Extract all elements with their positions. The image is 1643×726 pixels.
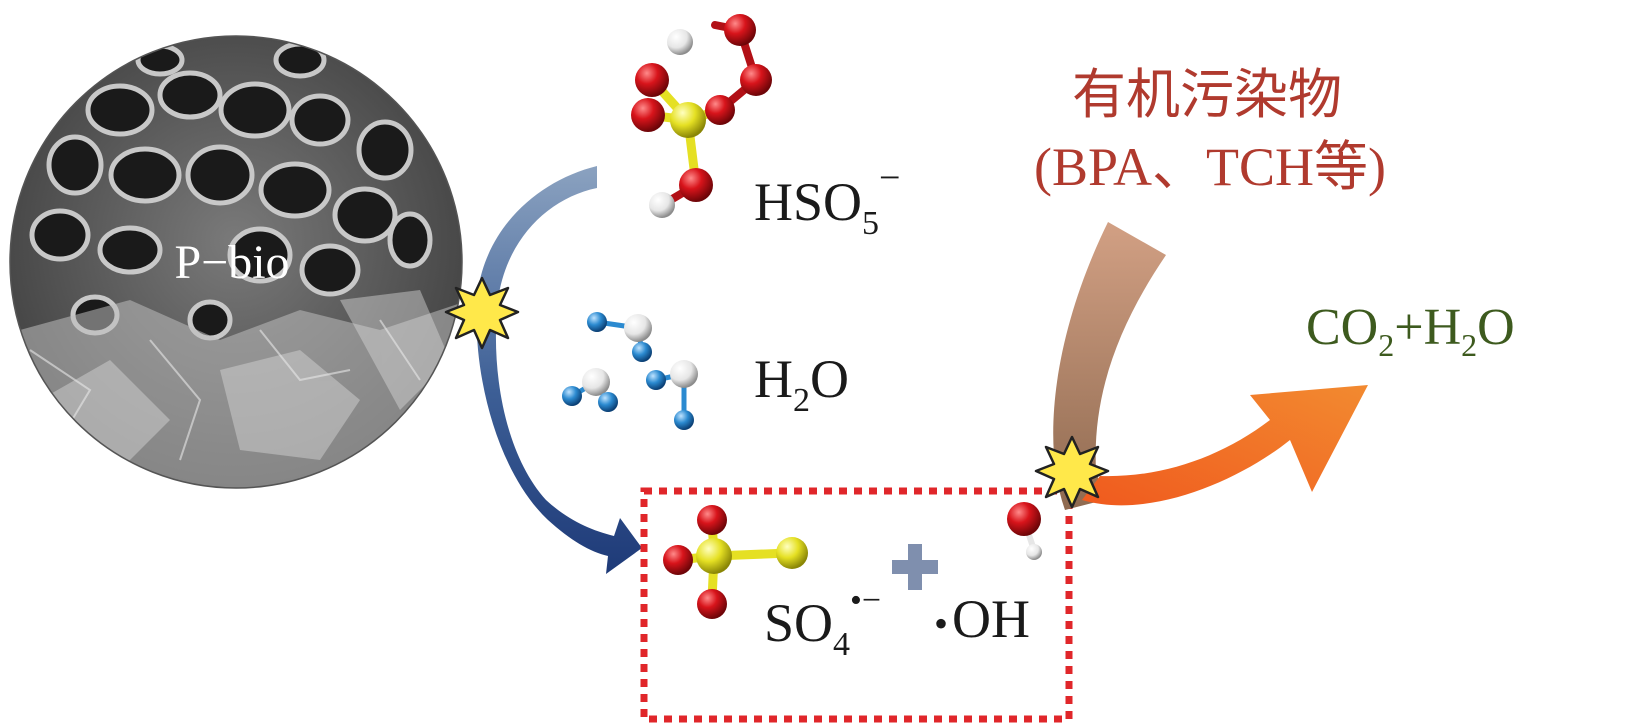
- degradation-arrow: [1082, 385, 1368, 506]
- sulfate-radical-icon: [663, 505, 808, 619]
- pollutant-label-line1: 有机污染物: [1072, 65, 1342, 125]
- hydroxyl-radical-label: •OH: [934, 589, 1030, 649]
- pollutant-arrow: [1053, 222, 1166, 510]
- degradation-starburst: [1034, 435, 1110, 509]
- pms-label: HSO5−: [754, 157, 900, 242]
- catalyst-label: P−bio: [174, 236, 289, 289]
- activation-starburst: [444, 276, 520, 350]
- radical-box: [640, 487, 1073, 723]
- sem-micrograph: [9, 35, 463, 489]
- plus-sign-icon: [892, 544, 938, 590]
- water-label: H2O: [754, 349, 849, 419]
- water-molecules-icon: [562, 312, 698, 430]
- products-label: CO2+H2O: [1306, 299, 1515, 363]
- sulfate-radical-label: SO4•−: [764, 582, 881, 663]
- pms-molecule-icon: [631, 14, 772, 218]
- hydroxyl-radical-icon: [1007, 502, 1042, 560]
- activation-arrow: [476, 166, 642, 574]
- pollutant-label-line2: (BPA、TCH等): [1034, 137, 1386, 197]
